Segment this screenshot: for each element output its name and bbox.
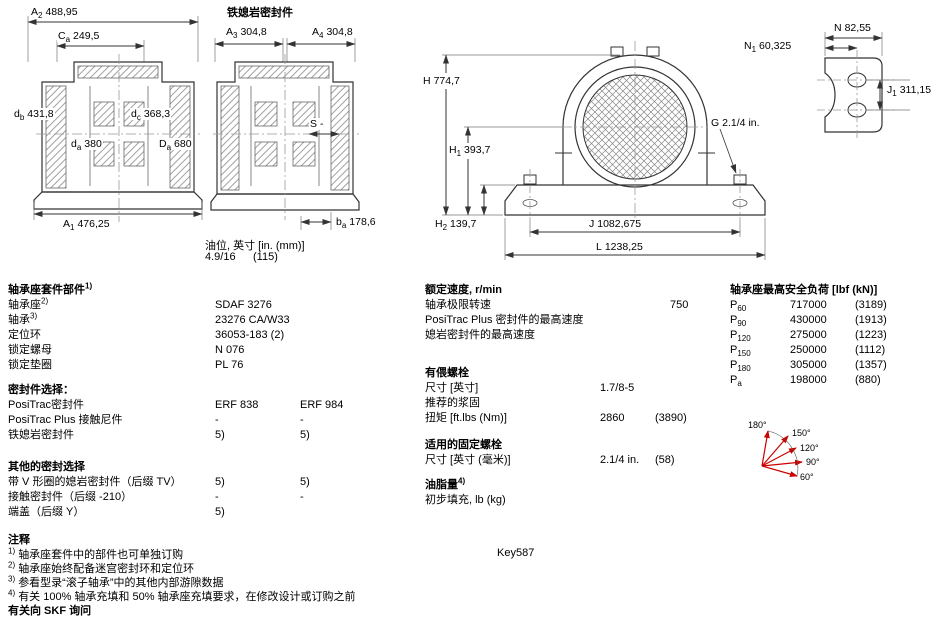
angle-60-label: 60° <box>800 472 814 482</box>
oil-level-value-mm: (115) <box>253 251 278 263</box>
side-section-svg <box>27 16 203 222</box>
angle-150-label: 150° <box>792 428 811 438</box>
parts-row-housing: 轴承座2)SDAF 3276 <box>8 296 272 311</box>
bolt-recommend-row: 推荐的浆固 <box>425 397 480 409</box>
grease-header: 油脂量4) <box>425 476 466 491</box>
notes-header: 注释 <box>8 534 30 546</box>
angle-180-label: 180° <box>748 420 767 430</box>
note-2: 2) 轴承座始终配备迷宫密封环和定位环 <box>8 560 195 575</box>
cap-bolts-header: 有偎螺栓 <box>425 367 469 379</box>
angle-120-label: 120° <box>800 443 819 453</box>
fixing-bolts-header: 适用的固定螺栓 <box>425 439 502 451</box>
load-direction-svg <box>761 430 803 477</box>
seal-row-positrac-plus: PosiTrac Plus 接触尼件-- <box>8 414 304 426</box>
front-view-svg <box>442 41 766 260</box>
dim-s-label: S- <box>309 118 325 130</box>
speed-header: 额定速度, r/min <box>425 284 503 296</box>
seal-options-header: 密封件选择： <box>8 384 74 396</box>
parts-row-bearing: 轴承3)23276 CA/W33 <box>8 311 290 326</box>
parts-column: 轴承座套件部件1) 轴承座2)SDAF 3276 轴承3)23276 CA/W3… <box>8 281 420 619</box>
other-seal-row-tv: 带 V 形圈的媳岩密封件（后缀 TV）5)5) <box>8 476 310 488</box>
loads-header: 轴承座最高安全负荷 [lbf (kN)] <box>730 284 878 296</box>
note-3: 3) 参看型录“滚子轴承”中的其他内部游隙数据 <box>8 574 224 589</box>
key-reference: Key587 <box>497 547 535 559</box>
other-seal-options-header: 其他的密封选择 <box>8 461 85 473</box>
load-direction-diagram: 180° 150° 120° 90° 60° <box>742 414 844 488</box>
angle-90-label: 90° <box>806 457 820 467</box>
skf-contact-line: 有关向 SKF 询问 <box>8 605 92 617</box>
note-1: 1) 轴承座套件中的部件也可单独订购 <box>8 546 184 561</box>
bolt-size-row: 尺寸 [英寸]1.7/8-5 <box>425 382 635 394</box>
other-seal-row-y: 端盖（后缀 Y）5) <box>8 506 225 518</box>
speed-row-taconite: 媳岩密封件的最高速度 <box>425 329 535 341</box>
bolt-torque-row: 扭矩 [ft.lbs (Nm)]2860(3890) <box>425 412 687 424</box>
taconite-seal-title: 铁媳岩密封件 <box>227 7 293 19</box>
note-4: 4) 有关 100% 轴承充填和 50% 轴承座充填要求，在修改设计或订购之前 <box>8 588 356 603</box>
grease-fill-row: 初步填充, lb (kg) <box>425 494 506 506</box>
fixing-size-row: 尺寸 [英寸 (毫米)]2.1/4 in.(58) <box>425 454 675 466</box>
speed-row-positrac-plus: PosiTrac Plus 密封件的最高速度 <box>425 314 584 326</box>
oil-level-label: 油位, 英寸 [in. (mm)] <box>205 240 305 252</box>
other-seal-row-210: 接触密封件（后缀 -210）-- <box>8 491 304 503</box>
taconite-section-svg <box>210 38 360 230</box>
parts-header: 轴承座套件部件1) <box>8 281 93 296</box>
end-view-svg <box>817 32 910 140</box>
oil-level-value-in: 4.9/16 <box>205 251 236 263</box>
